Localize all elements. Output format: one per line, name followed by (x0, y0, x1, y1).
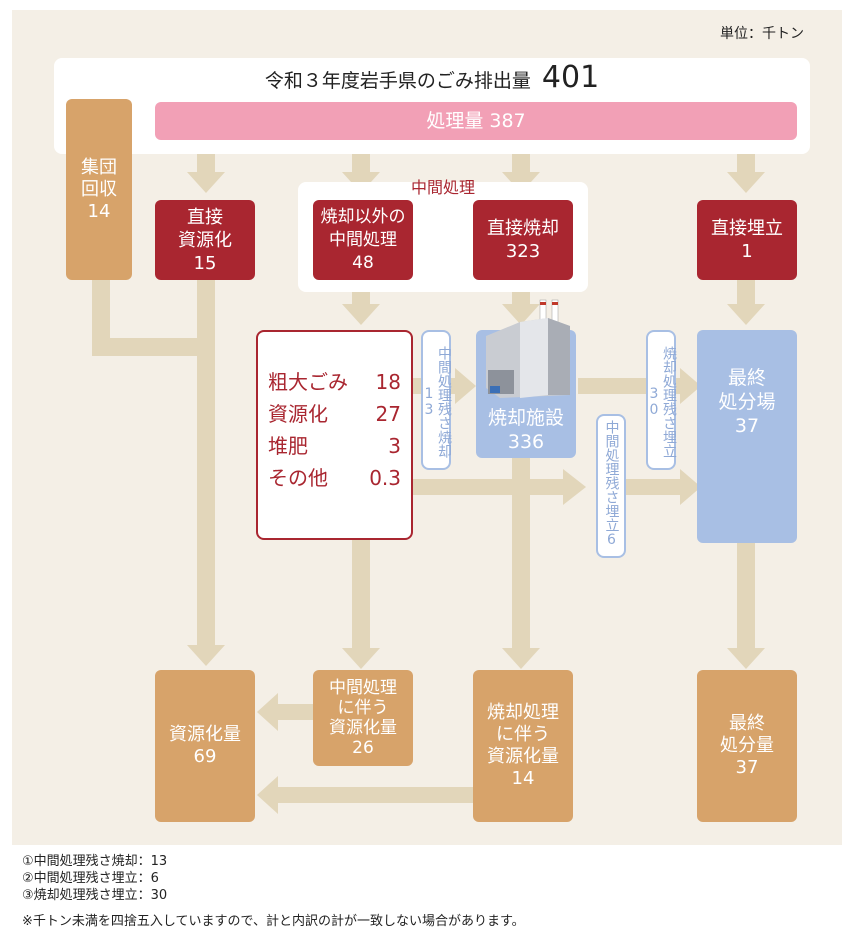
breakdown-name: 堆肥 (268, 434, 308, 458)
incineration-recycling-label: 焼却処理 に伴う 資源化量 (487, 702, 559, 767)
note-line: ②中間処理残さ埋立：6 (22, 871, 159, 886)
total-recycling-value: 69 (193, 746, 217, 767)
direct-recycling-label: 直接 資源化 (178, 206, 232, 251)
residue-landfill-incineration-label: 焼却処理残さ埋立30 (646, 330, 677, 470)
breakdown-row: その他 0.3 (268, 462, 401, 494)
breakdown-row: 堆肥 3 (268, 430, 401, 462)
final-disposal-amount-box: 最終 処分量 37 (697, 670, 797, 822)
note-line: ③焼却処理残さ埋立：30 (22, 888, 168, 903)
other-intermediate-box: 焼却以外の 中間処理 48 (313, 200, 413, 280)
arrow-group-down (92, 280, 110, 355)
direct-landfill-box: 直接埋立 1 (697, 200, 797, 280)
breakdown-value: 0.3 (369, 466, 401, 490)
arrow-group-right (92, 338, 210, 356)
total-recycling-box: 資源化量 69 (155, 670, 255, 822)
intermediate-recycling-label: 中間処理 に伴う 資源化量 (329, 678, 397, 738)
residue-incineration-label: 中間処理残さ焼却13 (421, 330, 452, 470)
direct-incineration-label: 直接焼却 (487, 218, 559, 239)
total-emission-value: 401 (541, 60, 600, 95)
intermediate-breakdown-box: 粗大ごみ 18 資源化 27 堆肥 3 その他 0.3 (256, 330, 413, 540)
direct-incineration-value: 323 (505, 241, 541, 262)
group-collection-box: 集団 回収 14 (66, 99, 132, 280)
group-collection-label: 集団 回収 (81, 156, 117, 200)
intermediate-recycling-value: 26 (352, 738, 374, 758)
final-disposal-amount-value: 37 (735, 757, 759, 778)
breakdown-row: 資源化 27 (268, 398, 401, 430)
unit-label: 単位：千トン (720, 26, 804, 42)
direct-recycling-value: 15 (193, 252, 217, 274)
breakdown-name: その他 (268, 466, 328, 490)
incineration-facility-value: 336 (507, 431, 545, 453)
intermediate-processing-heading: 中間処理 (410, 178, 475, 197)
final-disposal-site-box: 最終 処分場 37 (697, 330, 797, 543)
direct-landfill-value: 1 (741, 241, 753, 262)
note-line: ①中間処理残さ焼却：13 (22, 854, 168, 869)
breakdown-row: 粗大ごみ 18 (268, 366, 401, 398)
breakdown-name: 資源化 (268, 402, 328, 426)
final-disposal-amount-label: 最終 処分量 (720, 713, 774, 756)
incineration-facility-label: 焼却施設 (487, 407, 564, 429)
breakdown-value: 27 (375, 402, 401, 426)
intermediate-recycling-box: 中間処理 に伴う 資源化量 26 (313, 670, 413, 766)
arrow-direct-recycling-down (197, 280, 215, 645)
direct-recycling-box: 直接 資源化 15 (155, 200, 255, 280)
total-recycling-label: 資源化量 (169, 724, 241, 745)
other-intermediate-label: 焼却以外の 中間処理 (320, 206, 406, 250)
group-collection-value: 14 (87, 200, 111, 222)
breakdown-name: 粗大ごみ (268, 370, 348, 394)
total-emission-header: 令和３年度岩手県のごみ排出量 401 (54, 60, 810, 95)
breakdown-value: 18 (375, 370, 401, 394)
direct-incineration-box: 直接焼却 323 (473, 200, 573, 280)
residue-landfill-intermediate-label: 中間処理残さ埋立6 (596, 414, 626, 558)
other-intermediate-value: 48 (352, 252, 374, 273)
final-disposal-site-label: 最終 処分場 (718, 367, 776, 413)
incineration-recycling-box: 焼却処理 に伴う 資源化量 14 (473, 670, 573, 822)
total-emission-title: 令和３年度岩手県のごみ排出量 (264, 70, 531, 92)
footnote: ※千トン未満を四捨五入していますので、計と内訳の計が一致しない場合があります。 (22, 914, 525, 929)
breakdown-value: 3 (388, 434, 401, 458)
final-disposal-site-value: 37 (734, 415, 760, 437)
incineration-recycling-value: 14 (511, 768, 535, 789)
direct-landfill-label: 直接埋立 (711, 218, 783, 239)
processing-amount-bar: 処理量 387 (155, 102, 797, 140)
